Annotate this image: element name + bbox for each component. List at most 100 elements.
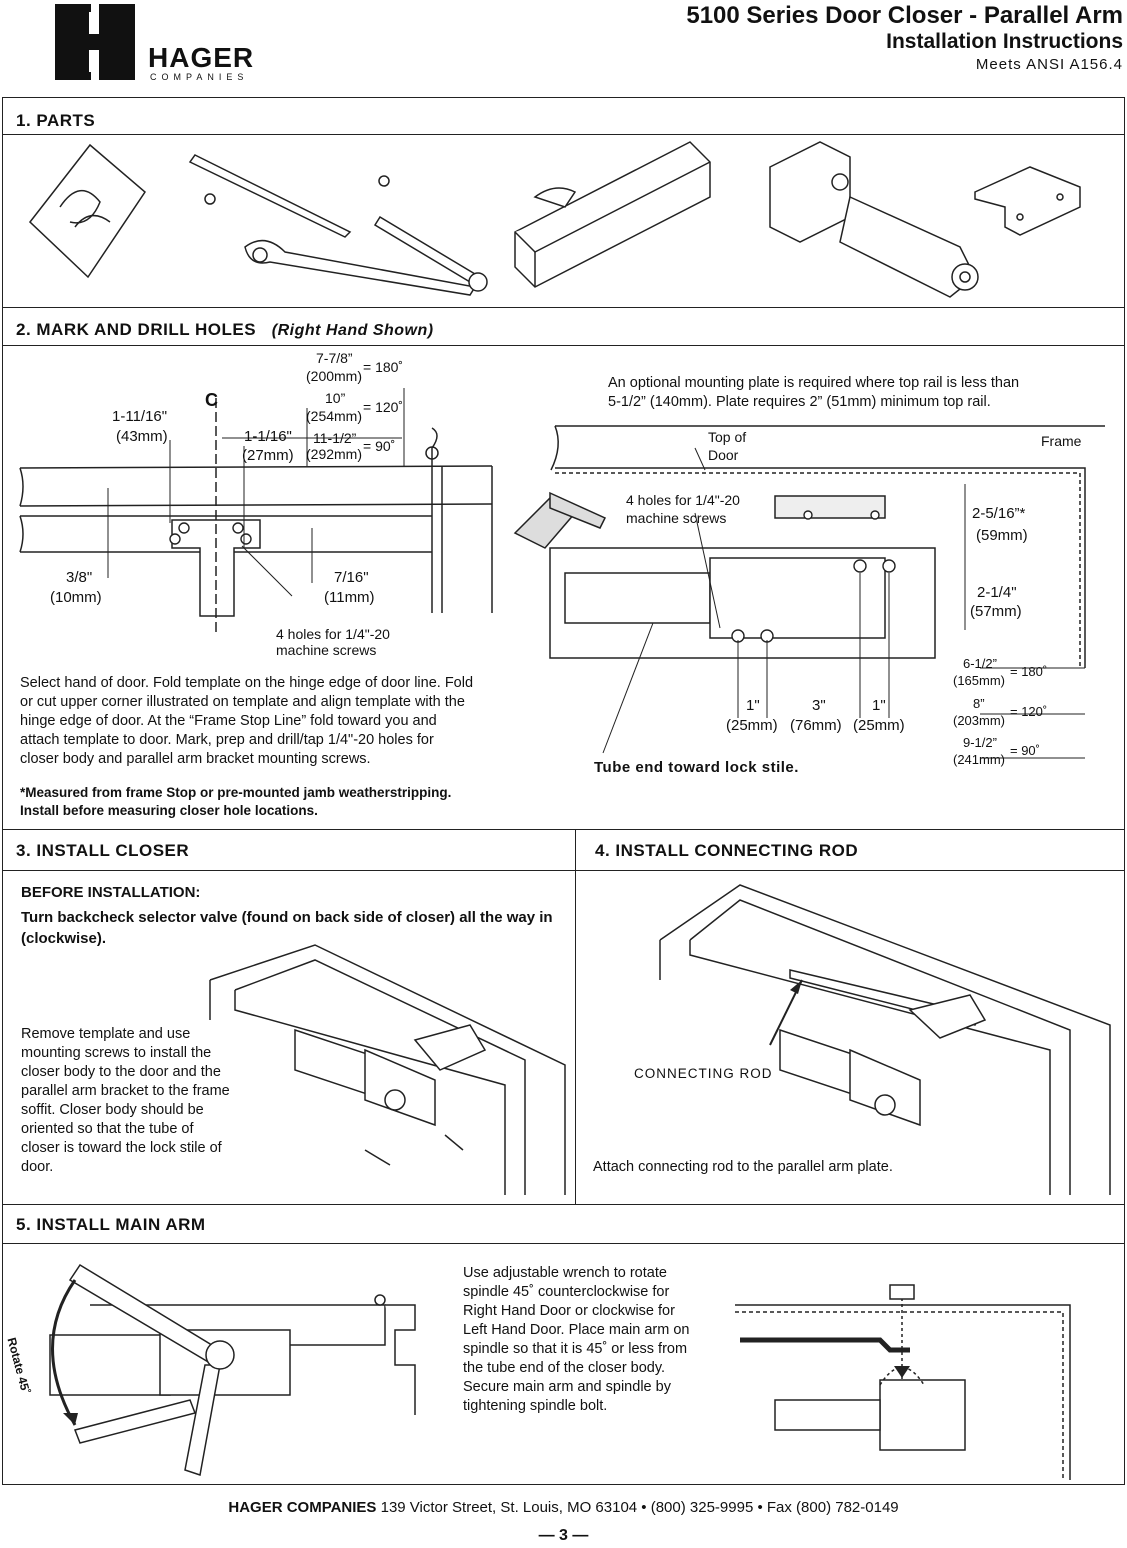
dim-2-1-4-mm: (57mm)	[970, 603, 1022, 620]
divider	[2, 870, 1125, 871]
measure-note-line2: Install before measuring closer hole loc…	[20, 803, 318, 818]
standard-label: Meets ANSI A156.4	[975, 56, 1123, 73]
heading-text: 2. MARK AND DRILL HOLES	[16, 320, 257, 339]
install-closer-text: Remove template and use mounting screws …	[21, 1026, 230, 1175]
dim-2-1-4: 2-1/4"	[977, 584, 1017, 601]
holes-label-right-line1: 4 holes for 1/4"-20	[626, 492, 740, 508]
dim-3: 3"	[812, 697, 826, 714]
top-of-door-line1: Top of	[708, 429, 747, 445]
section-connecting-rod-heading: 4. INSTALL CONNECTING ROD	[595, 841, 859, 860]
drill-icon	[513, 491, 607, 549]
bracket-icon	[974, 166, 1081, 236]
holes-label-line1: 4 holes for 1/4"-20	[276, 626, 390, 642]
dim-1-11-16-mm: (43mm)	[116, 428, 168, 445]
section-parts-heading: 1. PARTS	[16, 111, 96, 130]
before-installation-title: BEFORE INSTALLATION:	[21, 884, 201, 901]
plate-note-line2: 5-1/2” (140mm). Plate requires 2” (51mm)…	[608, 394, 991, 410]
template-diagram	[19, 388, 493, 633]
cover-icon	[514, 141, 711, 288]
dim-120: 10”	[325, 390, 346, 406]
holes-label-left: 4 holes for 1/4"-20 machine screws	[276, 626, 390, 658]
rotate-arrow-icon	[63, 1413, 78, 1425]
parts-illustration	[28, 141, 1081, 298]
r-deg-120: = 120˚	[1010, 704, 1048, 719]
logo-mark-icon	[55, 4, 135, 80]
main-arm-text: Use adjustable wrench to rotate spindle …	[463, 1265, 690, 1414]
dim-2-5-16: 2-5/16”*	[972, 505, 1026, 522]
footer-company: HAGER COMPANIES	[228, 1499, 377, 1516]
main-arm-diagram	[735, 1284, 1071, 1480]
logo-subtext: COMPANIES	[150, 72, 249, 82]
tube-end-note: Tube end toward lock stile.	[594, 759, 799, 776]
r-dim-180-mm: (165mm)	[953, 673, 1006, 688]
connecting-rod-diagram	[659, 884, 1111, 1195]
r-dim-120-mm: (203mm)	[953, 713, 1006, 728]
dim-1-left-mm: (25mm)	[726, 717, 778, 734]
holes-label-right: 4 holes for 1/4"-20 machine screws	[626, 491, 740, 527]
section-drill-heading: 2. MARK AND DRILL HOLES (Right Hand Show…	[16, 320, 434, 340]
dim-3-8: 3/8"	[66, 569, 93, 586]
page-subtitle: Installation Instructions	[886, 30, 1123, 53]
heading-note: (Right Hand Shown)	[271, 322, 434, 339]
r-deg-90: = 90˚	[1010, 743, 1040, 758]
parallel-arm-icon	[188, 154, 488, 296]
dim-90: 11-1/2”	[313, 430, 357, 446]
dim-1-right: 1"	[872, 697, 886, 714]
divider	[2, 829, 1125, 830]
divider	[2, 134, 1125, 135]
footer-address: HAGER COMPANIES 139 Victor Street, St. L…	[0, 1499, 1127, 1516]
divider	[2, 1204, 1125, 1205]
r-deg-180: = 180˚	[1010, 664, 1048, 679]
measure-note-line1: *Measured from frame Stop or pre-mounted…	[20, 785, 452, 800]
drill-instructions: Select hand of door. Fold template on th…	[20, 675, 474, 767]
page-title: 5100 Series Door Closer - Parallel Arm	[686, 2, 1123, 29]
divider	[575, 829, 576, 1204]
dim-7-16-mm: (11mm)	[324, 589, 375, 606]
dim-3-8-mm: (10mm)	[50, 589, 102, 606]
closer-body-icon	[769, 141, 979, 298]
arrow-icon	[790, 980, 802, 994]
top-of-door-label: Top of Door	[708, 428, 746, 464]
deg-180: = 180˚	[363, 359, 404, 375]
deg-90: = 90˚	[363, 438, 396, 454]
dim-1-1-16-mm: (27mm)	[242, 447, 294, 464]
spindle-bolt-icon	[889, 1284, 915, 1300]
measure-note: *Measured from frame Stop or pre-mounted…	[20, 784, 451, 820]
arrow-down-icon	[894, 1366, 910, 1378]
connecting-rod-text: Attach connecting rod to the parallel ar…	[593, 1159, 893, 1175]
section-main-arm-heading: 5. INSTALL MAIN ARM	[16, 1215, 206, 1234]
divider	[2, 307, 1125, 308]
holes-label-line2: machine screws	[276, 642, 377, 658]
before-installation-text: Turn backcheck selector valve (found on …	[21, 909, 553, 947]
r-dim-90-mm: (241mm)	[953, 752, 1006, 767]
r-dim-180: 6-1/2”	[963, 656, 997, 671]
dim-2-5-16-mm: (59mm)	[976, 527, 1028, 544]
footer-contact: 139 Victor Street, St. Louis, MO 63104 •…	[376, 1499, 899, 1516]
dim-1-left: 1"	[746, 697, 760, 714]
deg-120: = 120˚	[363, 399, 404, 415]
r-dim-90: 9-1/2”	[963, 735, 997, 750]
screw-bag-icon	[28, 143, 146, 279]
dim-1-11-16: 1-11/16"	[112, 408, 168, 425]
dim-90-mm: (292mm)	[306, 446, 363, 462]
dim-180: 7-7/8”	[316, 350, 353, 366]
divider	[2, 345, 1125, 346]
rotate-spindle-diagram	[49, 1263, 416, 1476]
dim-7-16: 7/16"	[334, 569, 369, 586]
logo-text: HAGER	[148, 42, 255, 73]
frame-label: Frame	[1041, 433, 1082, 449]
section-install-closer-heading: 3. INSTALL CLOSER	[16, 841, 190, 860]
top-of-door-line2: Door	[708, 447, 739, 463]
dim-180-mm: (200mm)	[306, 368, 363, 384]
document-frame	[2, 97, 1125, 1485]
hager-logo	[55, 4, 295, 84]
plate-note-line1: An optional mounting plate is required w…	[608, 375, 1020, 391]
closer-mounting-diagram	[513, 425, 1105, 759]
centerline-mark: C	[205, 390, 218, 410]
dim-120-mm: (254mm)	[306, 408, 363, 424]
dim-1-1-16: 1-1/16"	[244, 428, 292, 445]
divider	[2, 1243, 1125, 1244]
install-closer-diagram	[209, 944, 566, 1195]
dim-1-right-mm: (25mm)	[853, 717, 905, 734]
r-dim-120: 8”	[973, 696, 985, 711]
